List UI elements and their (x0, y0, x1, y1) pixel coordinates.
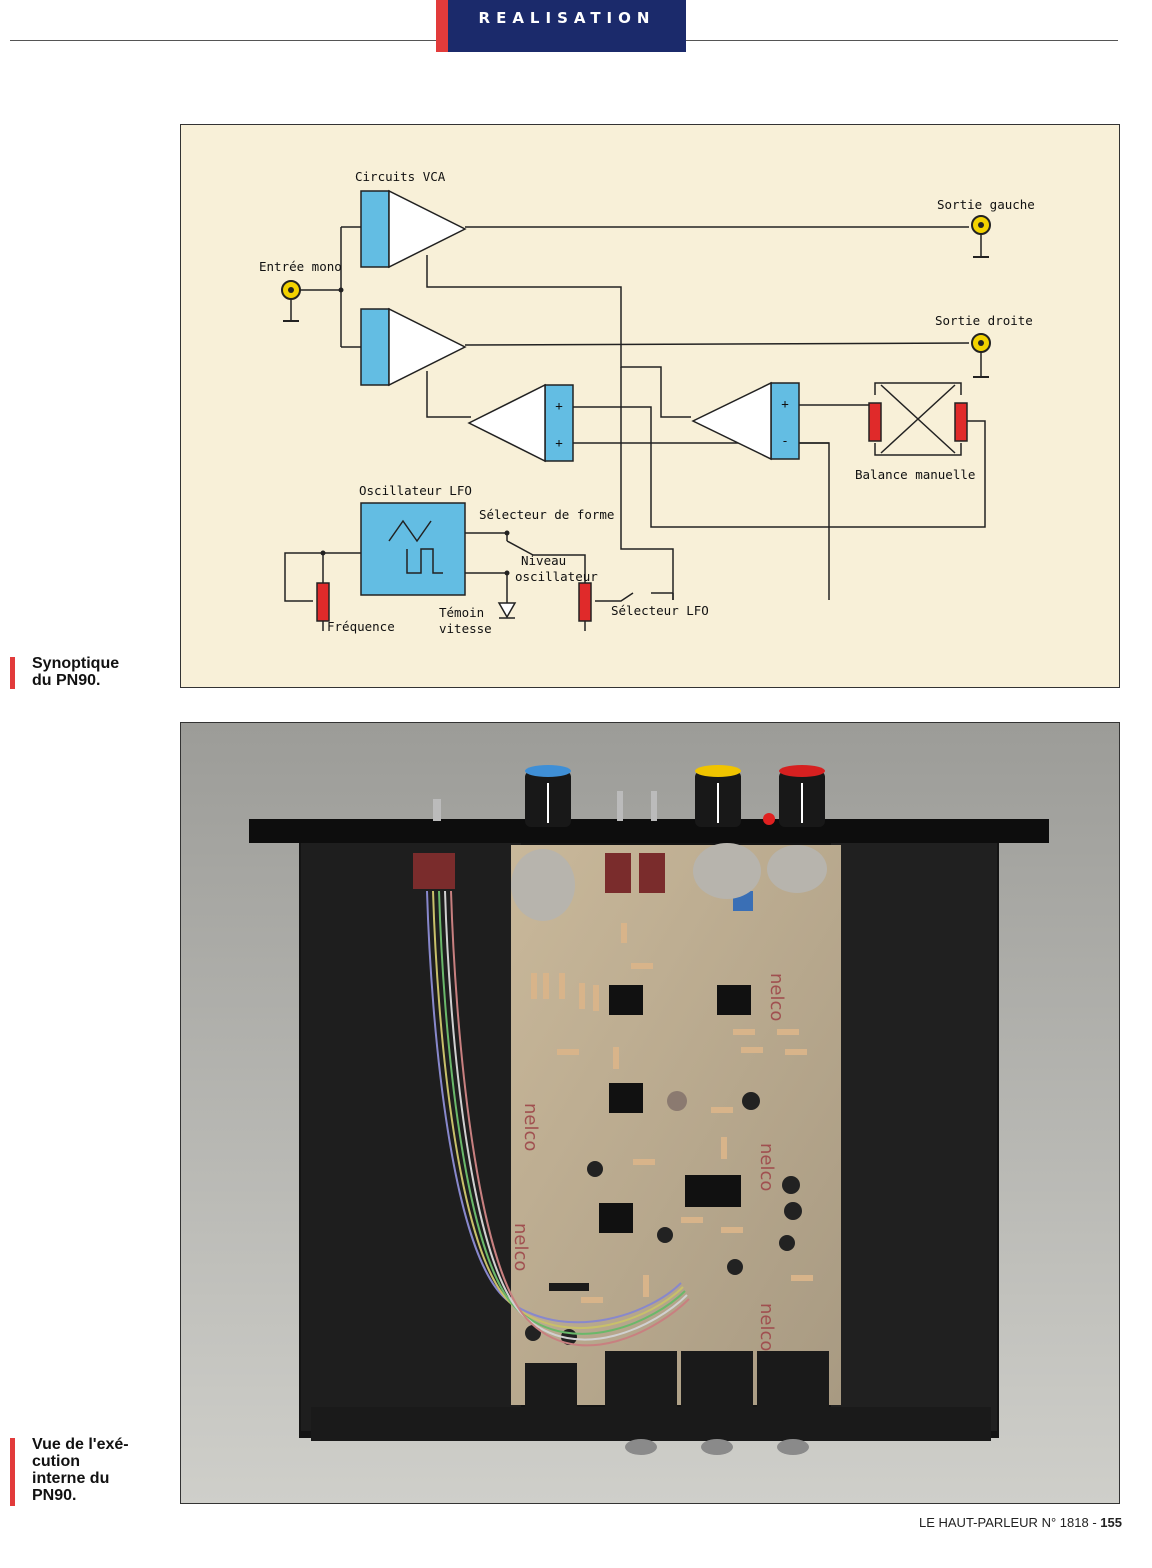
switch-1 (413, 853, 455, 889)
caption-internal-line-2: cution (32, 1453, 80, 1470)
jack-socket-3 (757, 1351, 829, 1413)
amp1-plus-2: + (555, 435, 563, 450)
pcb-brand-5: nelco (756, 1303, 777, 1351)
pcb-brand-4: nelco (510, 1223, 531, 1271)
photo-svg: nelco nelco nelco nelco nelco (181, 723, 1119, 1503)
amp2-plus: + (781, 396, 789, 411)
front-panel (249, 819, 1049, 843)
caption-internal-line-1: Vue de l'exé- (32, 1436, 129, 1453)
lfo-block (360, 502, 466, 596)
triangle-wave-icon (388, 519, 432, 543)
label-lfo: Oscillateur LFO (359, 483, 472, 498)
amplifier-2-triangle (691, 381, 772, 461)
caption-synoptic-line-1: Synoptique (32, 655, 120, 672)
square-wave-icon (406, 548, 443, 574)
speed-led-icon (497, 602, 517, 619)
balance-resistor-left (868, 402, 882, 442)
knob-red (779, 765, 825, 827)
amp2-minus: - (781, 433, 789, 448)
vca-left-block (360, 190, 390, 268)
label-osc-level-2: oscillateur (515, 569, 598, 584)
input-jack-icon (281, 280, 301, 322)
output-right-jack-icon (971, 333, 991, 378)
power-socket (525, 1363, 577, 1413)
switch-2 (605, 853, 631, 893)
footer-magazine: LE HAUT-PARLEUR (918, 1515, 1038, 1530)
label-frequency: Fréquence (327, 619, 395, 634)
caption-internal-view: Vue de l'exé- cution interne du PN90. (10, 1436, 172, 1506)
label-balance: Balance manuelle (855, 467, 975, 482)
vca-left-triangle (388, 189, 467, 269)
output-left-jack-icon (971, 215, 991, 258)
vca-right-triangle (388, 307, 467, 387)
pcb-brand-3: nelco (756, 1143, 777, 1191)
label-input: Entrée mono (259, 259, 342, 274)
ic-chip-5 (599, 1203, 633, 1233)
vca-right-block (360, 308, 390, 386)
footer-issue: N° 1818 (1041, 1515, 1089, 1530)
jack-socket-1 (605, 1351, 677, 1413)
internal-view-photo: nelco nelco nelco nelco nelco (180, 722, 1120, 1504)
label-osc-level-1: Niveau (521, 553, 566, 568)
oscillator-level-potentiometer (578, 582, 592, 622)
frequency-potentiometer (316, 582, 330, 622)
balance-resistor-right (954, 402, 968, 442)
amp1-plus: + (555, 398, 563, 413)
caption-synoptic: Synoptique du PN90. (10, 655, 172, 689)
amplifier-1-block (544, 384, 574, 462)
section-tab: REALISATION (436, 0, 686, 52)
caption-synoptic-line-2: du PN90. (32, 672, 101, 689)
amplifier-2-block (770, 382, 800, 460)
section-tab-accent (436, 0, 448, 52)
caption-internal-line-4: PN90. (32, 1487, 77, 1504)
switch-3 (639, 853, 665, 893)
caption-internal-line-3: interne du (32, 1470, 110, 1487)
ic-chip-1 (609, 985, 643, 1015)
diagram-svg: + + + - (259, 169, 1035, 636)
label-lfo-selector: Sélecteur LFO (611, 603, 709, 618)
page-number: 155 (1100, 1515, 1122, 1530)
knob-blue (525, 765, 571, 827)
ic-chip-2 (717, 985, 751, 1015)
led-red (763, 813, 775, 825)
ic-chip-4 (685, 1175, 741, 1207)
knob-yellow (695, 765, 741, 827)
label-output-right: Sortie droite (935, 313, 1033, 328)
synoptic-diagram: + + + - (180, 124, 1120, 688)
amplifier-1-triangle (467, 383, 546, 463)
label-speed-led-2: vitesse (439, 621, 492, 636)
pcb-brand-2: nelco (520, 1103, 541, 1151)
pcb-brand-1: nelco (766, 973, 787, 1021)
ic-chip-3 (609, 1083, 643, 1113)
section-title: REALISATION (448, 0, 686, 36)
label-shape-selector: Sélecteur de forme (479, 507, 614, 522)
page-footer: LE HAUT-PARLEUR N° 1818 - 155 (919, 1515, 1122, 1530)
jack-socket-2 (681, 1351, 753, 1413)
footer-separator: - (1092, 1515, 1097, 1530)
label-vca: Circuits VCA (355, 169, 446, 184)
label-output-left: Sortie gauche (937, 197, 1035, 212)
label-speed-led-1: Témoin (439, 605, 484, 620)
